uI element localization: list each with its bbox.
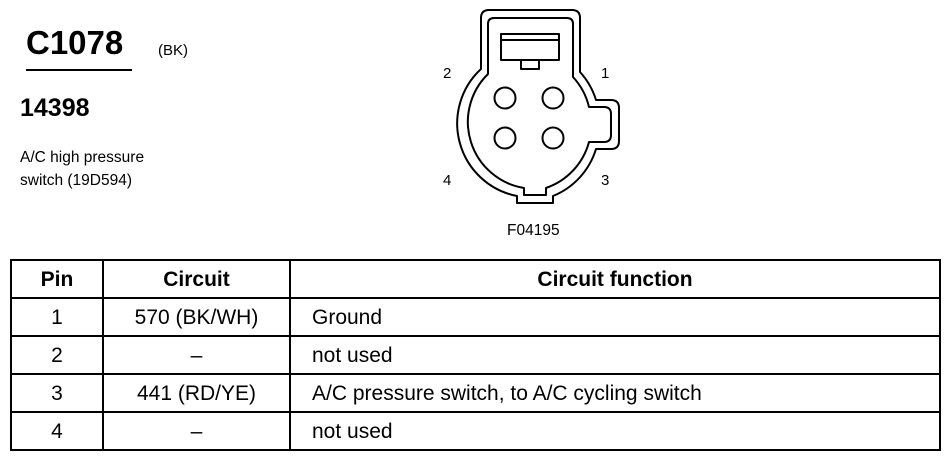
description-line-1: A/C high pressure — [20, 149, 145, 166]
pin-cell: 1 — [10, 297, 104, 337]
circuit-cell: – — [102, 411, 291, 451]
pin-label-1: 1 — [601, 65, 610, 82]
header-circuit-function: Circuit function — [289, 259, 941, 299]
function-cell: not used — [289, 411, 941, 451]
circuit-cell: 441 (RD/YE) — [102, 373, 291, 413]
pin-cavity-2 — [493, 86, 517, 110]
pin-cell: 3 — [10, 373, 104, 413]
pin-cell: 2 — [10, 335, 104, 375]
table-row: 1 570 (BK/WH) Ground — [10, 297, 941, 337]
connector-id-underline — [26, 69, 132, 71]
table-row: 2 – not used — [10, 335, 941, 375]
pin-cavity-1 — [541, 86, 565, 110]
circuit-cell: – — [102, 335, 291, 375]
description-line-2: switch (19D594) — [20, 172, 132, 189]
pin-cavity-4 — [493, 126, 517, 150]
connector-housing-inner — [466, 17, 612, 196]
figure-code: F04195 — [507, 222, 560, 239]
table-row: 4 – not used — [10, 411, 941, 451]
locking-tab-latch — [520, 59, 540, 70]
connector-description: A/C high pressure switch (19D594) — [20, 146, 144, 192]
table-row: 3 441 (RD/YE) A/C pressure switch, to A/… — [10, 373, 941, 413]
function-cell: not used — [289, 335, 941, 375]
pin-label-2: 2 — [443, 65, 452, 82]
pin-label-3: 3 — [601, 172, 610, 189]
pin-cavity-3 — [541, 126, 565, 150]
connector-housing-outline — [456, 9, 620, 204]
table-header-row: Pin Circuit Circuit function — [10, 259, 941, 299]
header-circuit: Circuit — [102, 259, 291, 299]
function-cell: Ground — [289, 297, 941, 337]
pinout-table: Pin Circuit Circuit function 1 570 (BK/W… — [10, 259, 941, 451]
function-cell: A/C pressure switch, to A/C cycling swit… — [289, 373, 941, 413]
pin-cell: 4 — [10, 411, 104, 451]
connector-color: (BK) — [158, 42, 188, 59]
circuit-cell: 570 (BK/WH) — [102, 297, 291, 337]
connector-id: C1078 — [26, 24, 124, 61]
header-pin: Pin — [10, 259, 104, 299]
locking-tab — [500, 33, 560, 61]
pin-label-4: 4 — [443, 172, 452, 189]
part-number: 14398 — [20, 94, 90, 122]
